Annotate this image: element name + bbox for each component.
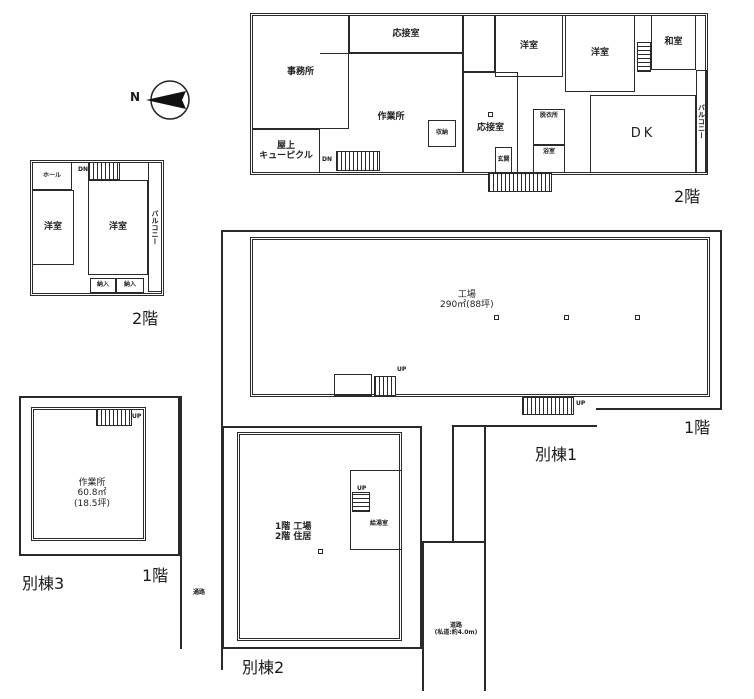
room-washroom: 脱衣所 [533, 109, 565, 145]
stairs-entrance [488, 173, 552, 192]
annex1-factory-label: 工場 290㎡(88坪) [440, 290, 494, 311]
stairs-small-2f [88, 162, 120, 180]
annex2-kitchen-label: 給湯室 [370, 520, 389, 527]
room-storage: 収納 [428, 120, 456, 147]
room-western-small-2: 洋室 [88, 180, 148, 275]
annex3-lot [19, 396, 180, 556]
room-closet-2: 納入 [116, 278, 144, 293]
annex2-up-label: UP [357, 485, 367, 492]
small-2f-floor-label: 2階 [132, 309, 159, 328]
annex3-up-label: UP [132, 413, 142, 420]
room-hall: ホール [32, 162, 72, 190]
compass: N [130, 78, 200, 122]
annex2-building-wall [237, 432, 402, 641]
room-western-2: 洋室 [565, 15, 635, 92]
annex1-up-label-2: UP [576, 400, 586, 407]
road-line-4 [484, 541, 486, 691]
main-2f-floor-label: 2階 [674, 187, 701, 206]
annex1-lot-top [221, 230, 721, 232]
room-entrance: 玄関 [495, 147, 512, 173]
annex2-stairs [352, 492, 370, 512]
room-closet-1: 納入 [90, 278, 116, 293]
annex1-up-label-1: UP [397, 366, 407, 373]
room-balcony-small: バルコニー [148, 162, 162, 292]
annex3-building-wall [31, 407, 146, 541]
annex1-lot-bottom-r [596, 408, 721, 410]
road-label: 道路 (私道:約4.0m) [434, 622, 478, 636]
annex1-label: 別棟1 [535, 445, 578, 464]
annex2-use-label: 1階 工場 2階 住居 [275, 522, 312, 543]
annex1-factory-wall [250, 237, 710, 397]
passage-label: 通路 [193, 589, 206, 596]
room-reception-top: 応接室 [349, 15, 463, 53]
stairs-japanese [637, 42, 651, 72]
road-line-h [422, 541, 486, 543]
room-workroom: 作業所 [320, 53, 463, 173]
passage-line-right [221, 430, 223, 670]
room-rooftop-cubicle: 屋上 キューピクル [252, 129, 320, 173]
room-reception-mid: 応接室 [463, 72, 518, 173]
annex2-kitchen-block [350, 470, 402, 550]
annex3-label: 別棟3 [22, 574, 65, 593]
room-western-1: 洋室 [495, 15, 563, 77]
room-western-small-1: 洋室 [32, 190, 74, 265]
room-corridor-top [463, 15, 495, 72]
annex1-lot-left [221, 230, 223, 430]
room-office: 事務所 [252, 15, 349, 129]
road-line-3 [422, 541, 424, 691]
passage-line-left [180, 396, 182, 649]
annex1-lot-right [720, 230, 722, 410]
annex1-floor-label: 1階 [684, 418, 711, 437]
annex3-stairs [96, 409, 132, 426]
annex1-toilet [334, 374, 372, 396]
stairs-dn-small: DN [78, 166, 89, 173]
room-japanese: 和室 [651, 15, 696, 70]
small-2f-outer-wall [30, 160, 164, 296]
stairs-workroom [336, 151, 380, 171]
annex2-lot [222, 426, 422, 649]
annex3-room-label: 作業所 60.8㎡ (18.5坪) [73, 478, 111, 509]
annex1-stairs-outer [522, 397, 574, 415]
room-balcony: バルコニー [696, 70, 707, 173]
annex3-floor-label: 1階 [142, 566, 169, 585]
annex1-stairs-inner [374, 376, 396, 396]
room-bathroom: 浴室 [533, 145, 565, 173]
room-dk: DK [590, 95, 696, 173]
road-line-2 [484, 425, 486, 542]
stairs-dn-label: DN [322, 156, 333, 163]
annex2-label: 別棟2 [242, 658, 285, 677]
annex1-lot-bottom [452, 425, 597, 427]
north-label: N [130, 90, 141, 104]
road-line-1 [452, 425, 454, 542]
compass-arrow-icon [146, 80, 190, 120]
